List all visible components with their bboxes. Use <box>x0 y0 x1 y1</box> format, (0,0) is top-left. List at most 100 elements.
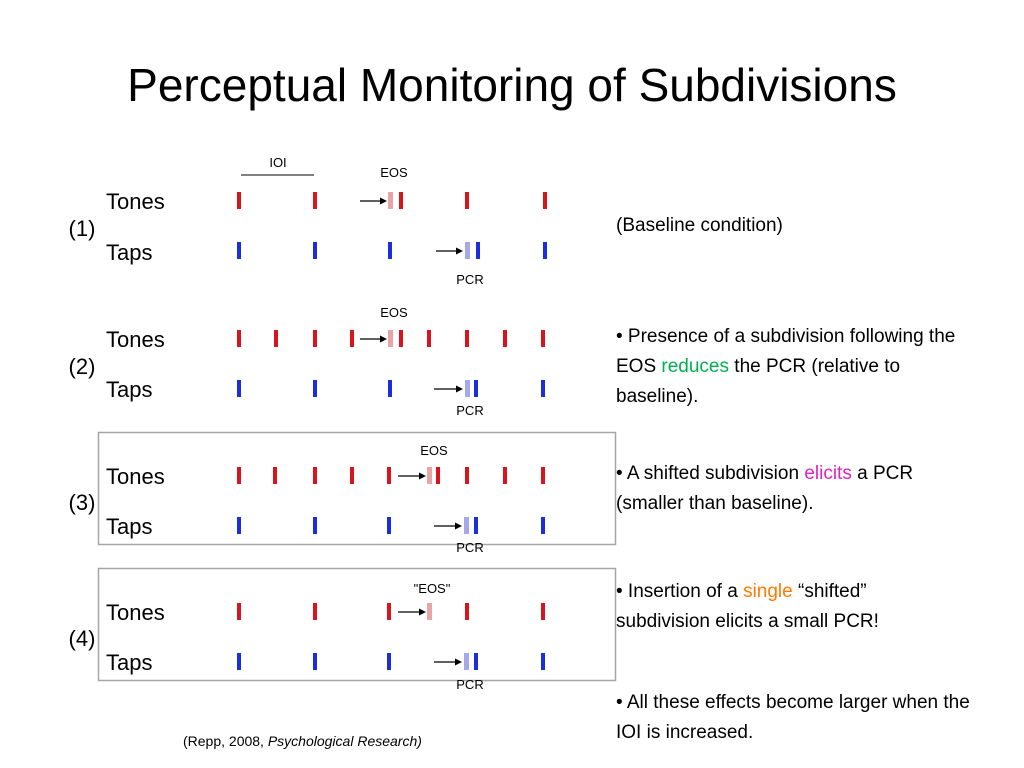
tap-mark <box>237 242 241 259</box>
tone-mark <box>387 467 391 484</box>
note-ioi-effect: • All these effects become larger when t… <box>616 688 976 748</box>
pcr-mark <box>465 242 470 259</box>
pcr-mark <box>465 380 470 397</box>
eos-label: EOS <box>380 305 408 320</box>
pcr-label: PCR <box>456 272 483 287</box>
tone-mark <box>274 330 278 347</box>
eos-label: EOS <box>420 443 448 458</box>
condition-4-label: (4) <box>69 626 96 651</box>
tones-label: Tones <box>106 327 165 352</box>
condition-3-label: (3) <box>69 490 96 515</box>
pcr-mark <box>464 517 469 534</box>
highlight-reduces: reduces <box>661 356 730 377</box>
tone-marks <box>237 330 545 347</box>
eos-arrow <box>398 608 426 616</box>
tone-mark <box>350 467 354 484</box>
tone-mark <box>313 330 317 347</box>
tap-mark <box>387 653 391 670</box>
note-shifted-elicits: • A shifted subdivision elicits a PCR (s… <box>616 459 956 519</box>
eos-mark <box>388 330 393 347</box>
eos-mark <box>427 467 432 484</box>
tones-label: Tones <box>106 464 165 489</box>
citation-author: (Repp, 2008, <box>183 733 268 749</box>
note-text: “shifted” subdivision elicits a small PC… <box>616 581 879 632</box>
tone-mark <box>350 330 354 347</box>
tap-mark <box>541 653 545 670</box>
tone-mark <box>237 467 241 484</box>
tap-marks <box>237 653 545 670</box>
tone-mark <box>399 192 403 209</box>
pcr-arrow <box>434 658 462 666</box>
tap-mark <box>313 653 317 670</box>
tap-mark <box>313 517 317 534</box>
taps-label: Taps <box>106 240 152 265</box>
tap-mark <box>476 242 480 259</box>
tone-mark <box>465 330 469 347</box>
condition-2-label: (2) <box>69 354 96 379</box>
ioi-label: IOI <box>269 155 286 170</box>
tone-mark <box>541 467 545 484</box>
tap-marks <box>237 380 545 397</box>
eos-arrow <box>360 335 387 343</box>
note-text: • Insertion of a <box>616 581 744 602</box>
tap-mark <box>474 380 478 397</box>
note-text: • A shifted subdivision <box>616 463 805 484</box>
taps-label: Taps <box>106 377 152 402</box>
tones-label: Tones <box>106 600 165 625</box>
tap-mark <box>474 653 478 670</box>
note-baseline: (Baseline condition) <box>616 211 956 241</box>
pcr-label: PCR <box>456 677 483 692</box>
eos-label: EOS <box>380 165 408 180</box>
tone-marks <box>237 603 545 620</box>
condition-3-frame <box>97 431 617 546</box>
tap-mark <box>237 380 241 397</box>
tone-marks <box>237 192 547 209</box>
tone-mark <box>313 192 317 209</box>
tap-mark <box>543 242 547 259</box>
highlight-elicits: elicits <box>804 463 852 484</box>
tap-mark <box>388 380 392 397</box>
note-text: • Presence of a subdivision following th… <box>616 326 956 377</box>
tone-mark <box>399 330 403 347</box>
tone-mark <box>543 192 547 209</box>
tone-mark <box>541 603 545 620</box>
tone-mark <box>313 603 317 620</box>
note-text: the PCR (relative to baseline). <box>616 356 901 407</box>
tap-mark <box>313 380 317 397</box>
tone-marks <box>237 467 545 484</box>
note-baseline-text: (Baseline condition) <box>616 215 783 236</box>
tone-mark <box>273 467 277 484</box>
taps-label: Taps <box>106 514 152 539</box>
note-subdivision-reduces: • Presence of a subdivision following th… <box>616 322 956 412</box>
pcr-label: PCR <box>456 403 483 418</box>
slide-title: Perceptual Monitoring of Subdivisions <box>127 59 897 111</box>
tone-mark <box>387 603 391 620</box>
note-text: • All these effects become larger when t… <box>616 692 970 743</box>
tone-mark <box>465 603 469 620</box>
tap-marks <box>237 242 547 259</box>
citation: (Repp, 2008, Psychological Research) <box>183 733 422 749</box>
tap-mark <box>313 242 317 259</box>
tone-mark <box>237 330 241 347</box>
eos-quoted-label: "EOS" <box>414 581 451 596</box>
eos-arrow <box>360 197 387 205</box>
tap-mark <box>237 653 241 670</box>
tone-mark <box>503 467 507 484</box>
eos-arrow <box>398 472 426 480</box>
eos-mark <box>388 192 393 209</box>
pcr-arrow <box>434 385 463 393</box>
tone-mark <box>313 467 317 484</box>
tap-marks <box>237 517 545 534</box>
tone-mark <box>465 192 469 209</box>
tap-mark <box>474 517 478 534</box>
tap-mark <box>541 380 545 397</box>
tone-mark <box>436 467 440 484</box>
tap-mark <box>541 517 545 534</box>
pcr-label: PCR <box>456 540 483 555</box>
taps-label: Taps <box>106 650 152 675</box>
pcr-arrow <box>436 247 463 255</box>
pcr-arrow <box>434 522 462 530</box>
tone-mark <box>465 467 469 484</box>
tone-mark <box>541 330 545 347</box>
